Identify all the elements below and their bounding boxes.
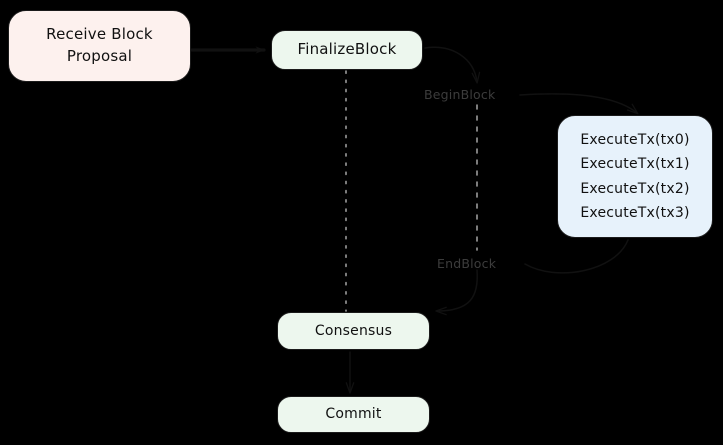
node-execute-tx-label: ExecuteTx(tx0) ExecuteTx(tx1) ExecuteTx(… [580,131,690,222]
edge-label-end-block: EndBlock [437,256,497,271]
edge-finalize-to-beginblock [424,46,481,84]
edge-beginblock-to-executetx [519,93,639,115]
node-commit[interactable]: Commit [277,396,430,433]
edge-endblock-to-consensus [435,269,478,316]
edge-label-begin-block: BeginBlock [424,87,496,102]
node-consensus-label: Consensus [314,322,393,339]
node-execute-tx[interactable]: ExecuteTx(tx0) ExecuteTx(tx1) ExecuteTx(… [557,115,713,238]
node-receive-block-proposal[interactable]: Receive Block Proposal [8,10,191,82]
node-commit-label: Commit [325,406,382,423]
node-finalize-block-label: FinalizeBlock [297,40,397,59]
node-receive-block-proposal-label: Receive Block Proposal [46,25,153,65]
node-finalize-block[interactable]: FinalizeBlock [271,30,423,70]
node-consensus[interactable]: Consensus [277,312,430,350]
edge-executetx-to-endblock [524,239,629,274]
